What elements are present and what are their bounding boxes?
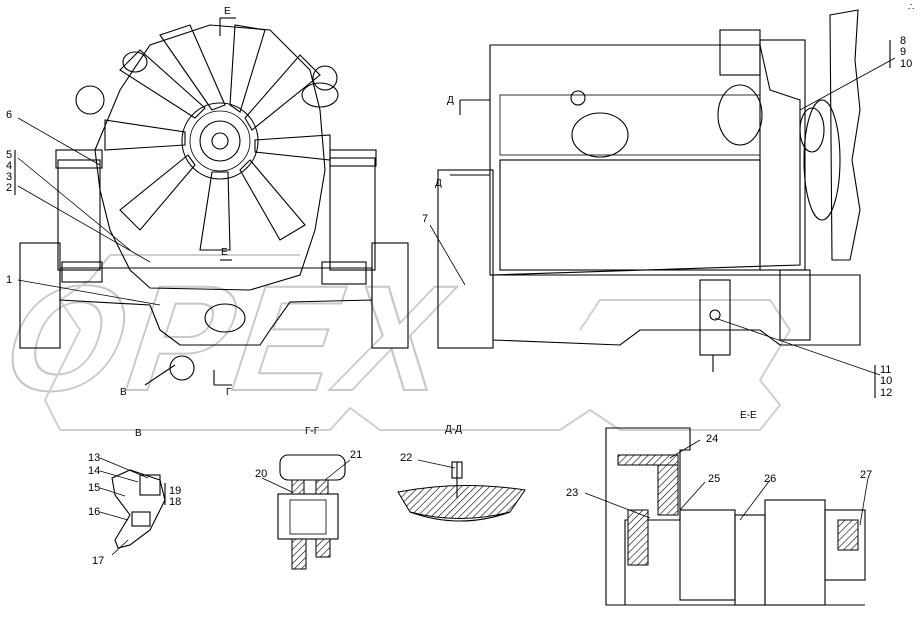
callout-14: 14 — [88, 465, 100, 477]
fan — [104, 24, 331, 251]
callout-19: 19 — [169, 485, 181, 497]
watermark: OPEX — [0, 255, 478, 423]
drain-plug — [451, 461, 463, 479]
sensor-bracket — [111, 469, 166, 549]
section-d-d: Д-Д 22 — [397, 424, 526, 522]
left-engine-support — [57, 159, 101, 271]
section-title-g-g: Г-Г — [305, 426, 320, 437]
detail-v: В 13 14 15 16 17 19 18 — [88, 428, 181, 567]
section-title-e-e: Е-Е — [740, 410, 757, 421]
callout-22: 22 — [400, 452, 412, 464]
callout-10-bottom: 10 — [880, 375, 892, 387]
callout-11: 11 — [880, 364, 891, 376]
fan-hub-outer — [181, 102, 259, 180]
callout-17: 17 — [92, 555, 104, 567]
view-marker-e-top: Е — [224, 6, 231, 17]
callout-15: 15 — [88, 482, 100, 494]
callout-8: 8 — [900, 35, 906, 47]
section-title-v: В — [135, 428, 142, 439]
corner-mark: ∴ — [908, 2, 914, 13]
callout-2: 2 — [6, 182, 12, 194]
view-marker-g: Г — [226, 387, 232, 398]
callout-9: 9 — [900, 46, 906, 58]
flywheel — [679, 509, 736, 601]
side-frame — [492, 274, 861, 346]
mount-cap — [279, 454, 346, 481]
side-front-wheel — [437, 169, 494, 349]
callout-26: 26 — [764, 473, 776, 485]
section-title-d-d: Д-Д — [445, 424, 462, 435]
callout-10-side: 10 — [900, 58, 912, 70]
callout-24: 24 — [706, 433, 718, 445]
callout-25: 25 — [708, 473, 720, 485]
right-engine-support — [329, 157, 376, 271]
left-support-pad — [55, 149, 103, 169]
callout-18: 18 — [169, 496, 181, 508]
callout-12: 12 — [880, 387, 892, 399]
callout-16: 16 — [88, 506, 100, 518]
callout-6: 6 — [6, 109, 12, 121]
front-callouts: 6 5 4 3 2 1 — [6, 109, 12, 286]
pan-section — [397, 484, 526, 519]
callout-20: 20 — [255, 468, 267, 480]
callout-1: 1 — [6, 274, 12, 286]
front-view: Е Е В Г — [14, 6, 409, 398]
engine-block-side — [489, 44, 801, 276]
side-callouts: 7 8 9 10 11 10 12 — [422, 35, 912, 399]
view-marker-d-lower: Д — [435, 178, 442, 189]
rubber-cushion — [277, 493, 339, 540]
side-view: Д Д — [429, 9, 896, 398]
callout-3: 3 — [6, 171, 12, 183]
section-e-e: Е-Е 24 23 25 26 27 — [566, 410, 872, 606]
callout-7: 7 — [422, 213, 428, 225]
callout-27: 27 — [860, 469, 872, 481]
view-marker-e-mid: Е — [221, 247, 228, 258]
front-frame — [59, 267, 373, 346]
callout-4: 4 — [6, 160, 12, 172]
engine-block-front — [94, 24, 326, 291]
view-marker-d-upper: Д — [447, 95, 454, 106]
callout-21: 21 — [350, 449, 362, 461]
callout-5: 5 — [6, 149, 12, 161]
clutch — [764, 499, 826, 606]
section-g-g: Г-Г 20 21 — [255, 426, 362, 570]
oil-filter-front — [204, 303, 246, 333]
callout-23: 23 — [566, 487, 578, 499]
callout-13: 13 — [88, 452, 100, 464]
view-marker-v: В — [120, 387, 127, 398]
